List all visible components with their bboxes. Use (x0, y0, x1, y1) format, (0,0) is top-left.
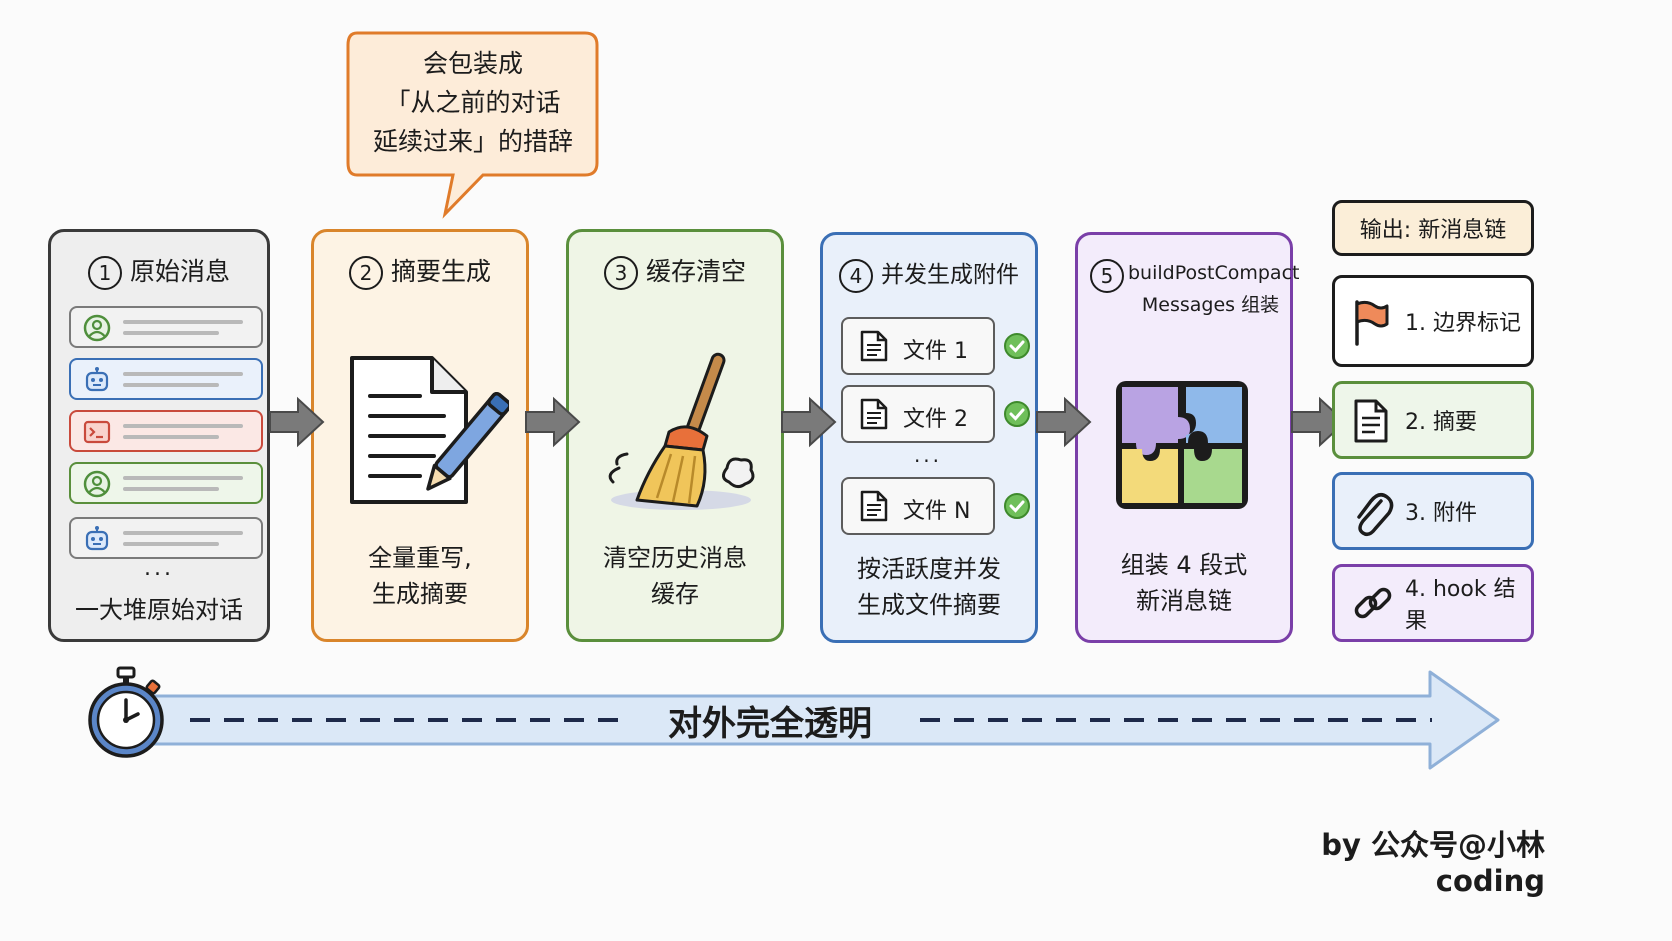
broom-icon (608, 352, 755, 510)
stopwatch-icon (88, 666, 164, 758)
text-line (123, 476, 243, 480)
step-number: 1 (87, 256, 122, 290)
stage-5-title: buildPostCompact Messages 组装 (1128, 262, 1300, 316)
flow-arrow-icon (781, 396, 837, 448)
step-number: 2 (348, 256, 383, 290)
output-item-attachments: 3. 附件 (1332, 472, 1534, 550)
user-icon (83, 314, 111, 342)
step-number: 4 (839, 258, 873, 293)
stage-5-caption: 组装 4 段式 新消息链 (1120, 551, 1248, 615)
paperclip-icon (1357, 493, 1394, 537)
stage-5-build-post-compact: 5 buildPostCompact Messages 组装 组装 4 段式 新… (1075, 232, 1300, 643)
output-item-summary: 2. 摘要 (1332, 381, 1534, 459)
check-icon (1004, 401, 1030, 427)
text-line (123, 424, 243, 428)
text-line (123, 487, 219, 491)
text-line (123, 372, 243, 376)
file-card: 文件 1 (841, 317, 995, 375)
message-assistant (69, 517, 263, 559)
document-icon (1354, 399, 1388, 443)
banner-text: 对外完全透明 (668, 704, 872, 744)
document-pen-icon (350, 356, 509, 504)
robot-icon (85, 526, 109, 551)
link-icon (1354, 587, 1392, 619)
text-line (123, 435, 219, 439)
flow-arrow-icon (1036, 396, 1092, 448)
message-assistant (69, 358, 263, 400)
output-header: 输出: 新消息链 (1332, 200, 1534, 256)
check-icon (1004, 493, 1030, 519)
credit-text: by 公众号@小林coding (1321, 828, 1545, 898)
message-user (69, 306, 263, 348)
output-item-boundary: 1. 边界标记 (1332, 275, 1534, 367)
message-tool (69, 410, 263, 452)
callout-line: 延续过来」的措辞 (372, 127, 573, 156)
flow-arrow-icon (269, 396, 325, 448)
stage-2-caption: 全量重写, 生成摘要 (368, 544, 472, 608)
stage-1-caption: 一大堆原始对话 (75, 596, 243, 624)
text-line (123, 531, 243, 535)
flag-icon (1355, 300, 1389, 346)
transparency-banner-arrow (128, 670, 1500, 770)
text-line (123, 542, 219, 546)
step-number: 5 (1090, 259, 1124, 293)
user-icon (83, 470, 111, 498)
check-icon (1004, 333, 1030, 359)
callout-bubble (346, 31, 599, 219)
callout-line: 「从之前的对话 (385, 88, 561, 117)
file-icon (860, 398, 888, 430)
file-label: 文件 N (903, 499, 971, 524)
file-card: 文件 N (841, 477, 995, 535)
stage-4-caption: 按活跃度并发 生成文件摘要 (857, 555, 1001, 619)
ellipsis: ... (144, 556, 174, 581)
file-label: 文件 2 (903, 407, 968, 432)
terminal-icon (83, 420, 111, 444)
ellipsis: ... (913, 443, 943, 467)
step-number: 3 (603, 256, 638, 290)
callout-text: 会包装成 「从之前的对话 延续过来」的措辞 (348, 44, 598, 161)
file-card: 文件 2 (841, 385, 995, 443)
text-line (123, 331, 219, 335)
output-item-hook-result: 4. hook 结果 (1332, 564, 1534, 642)
message-user (69, 462, 263, 504)
file-icon (860, 490, 888, 522)
text-line (123, 383, 219, 387)
file-label: 文件 1 (903, 339, 968, 364)
stage-3-caption: 清空历史消息 缓存 (603, 544, 747, 608)
puzzle-icon (1116, 381, 1248, 509)
file-icon (860, 330, 888, 362)
robot-icon (85, 367, 109, 392)
text-line (123, 320, 243, 324)
callout-line: 会包装成 (422, 49, 523, 78)
flow-arrow-icon (525, 396, 581, 448)
